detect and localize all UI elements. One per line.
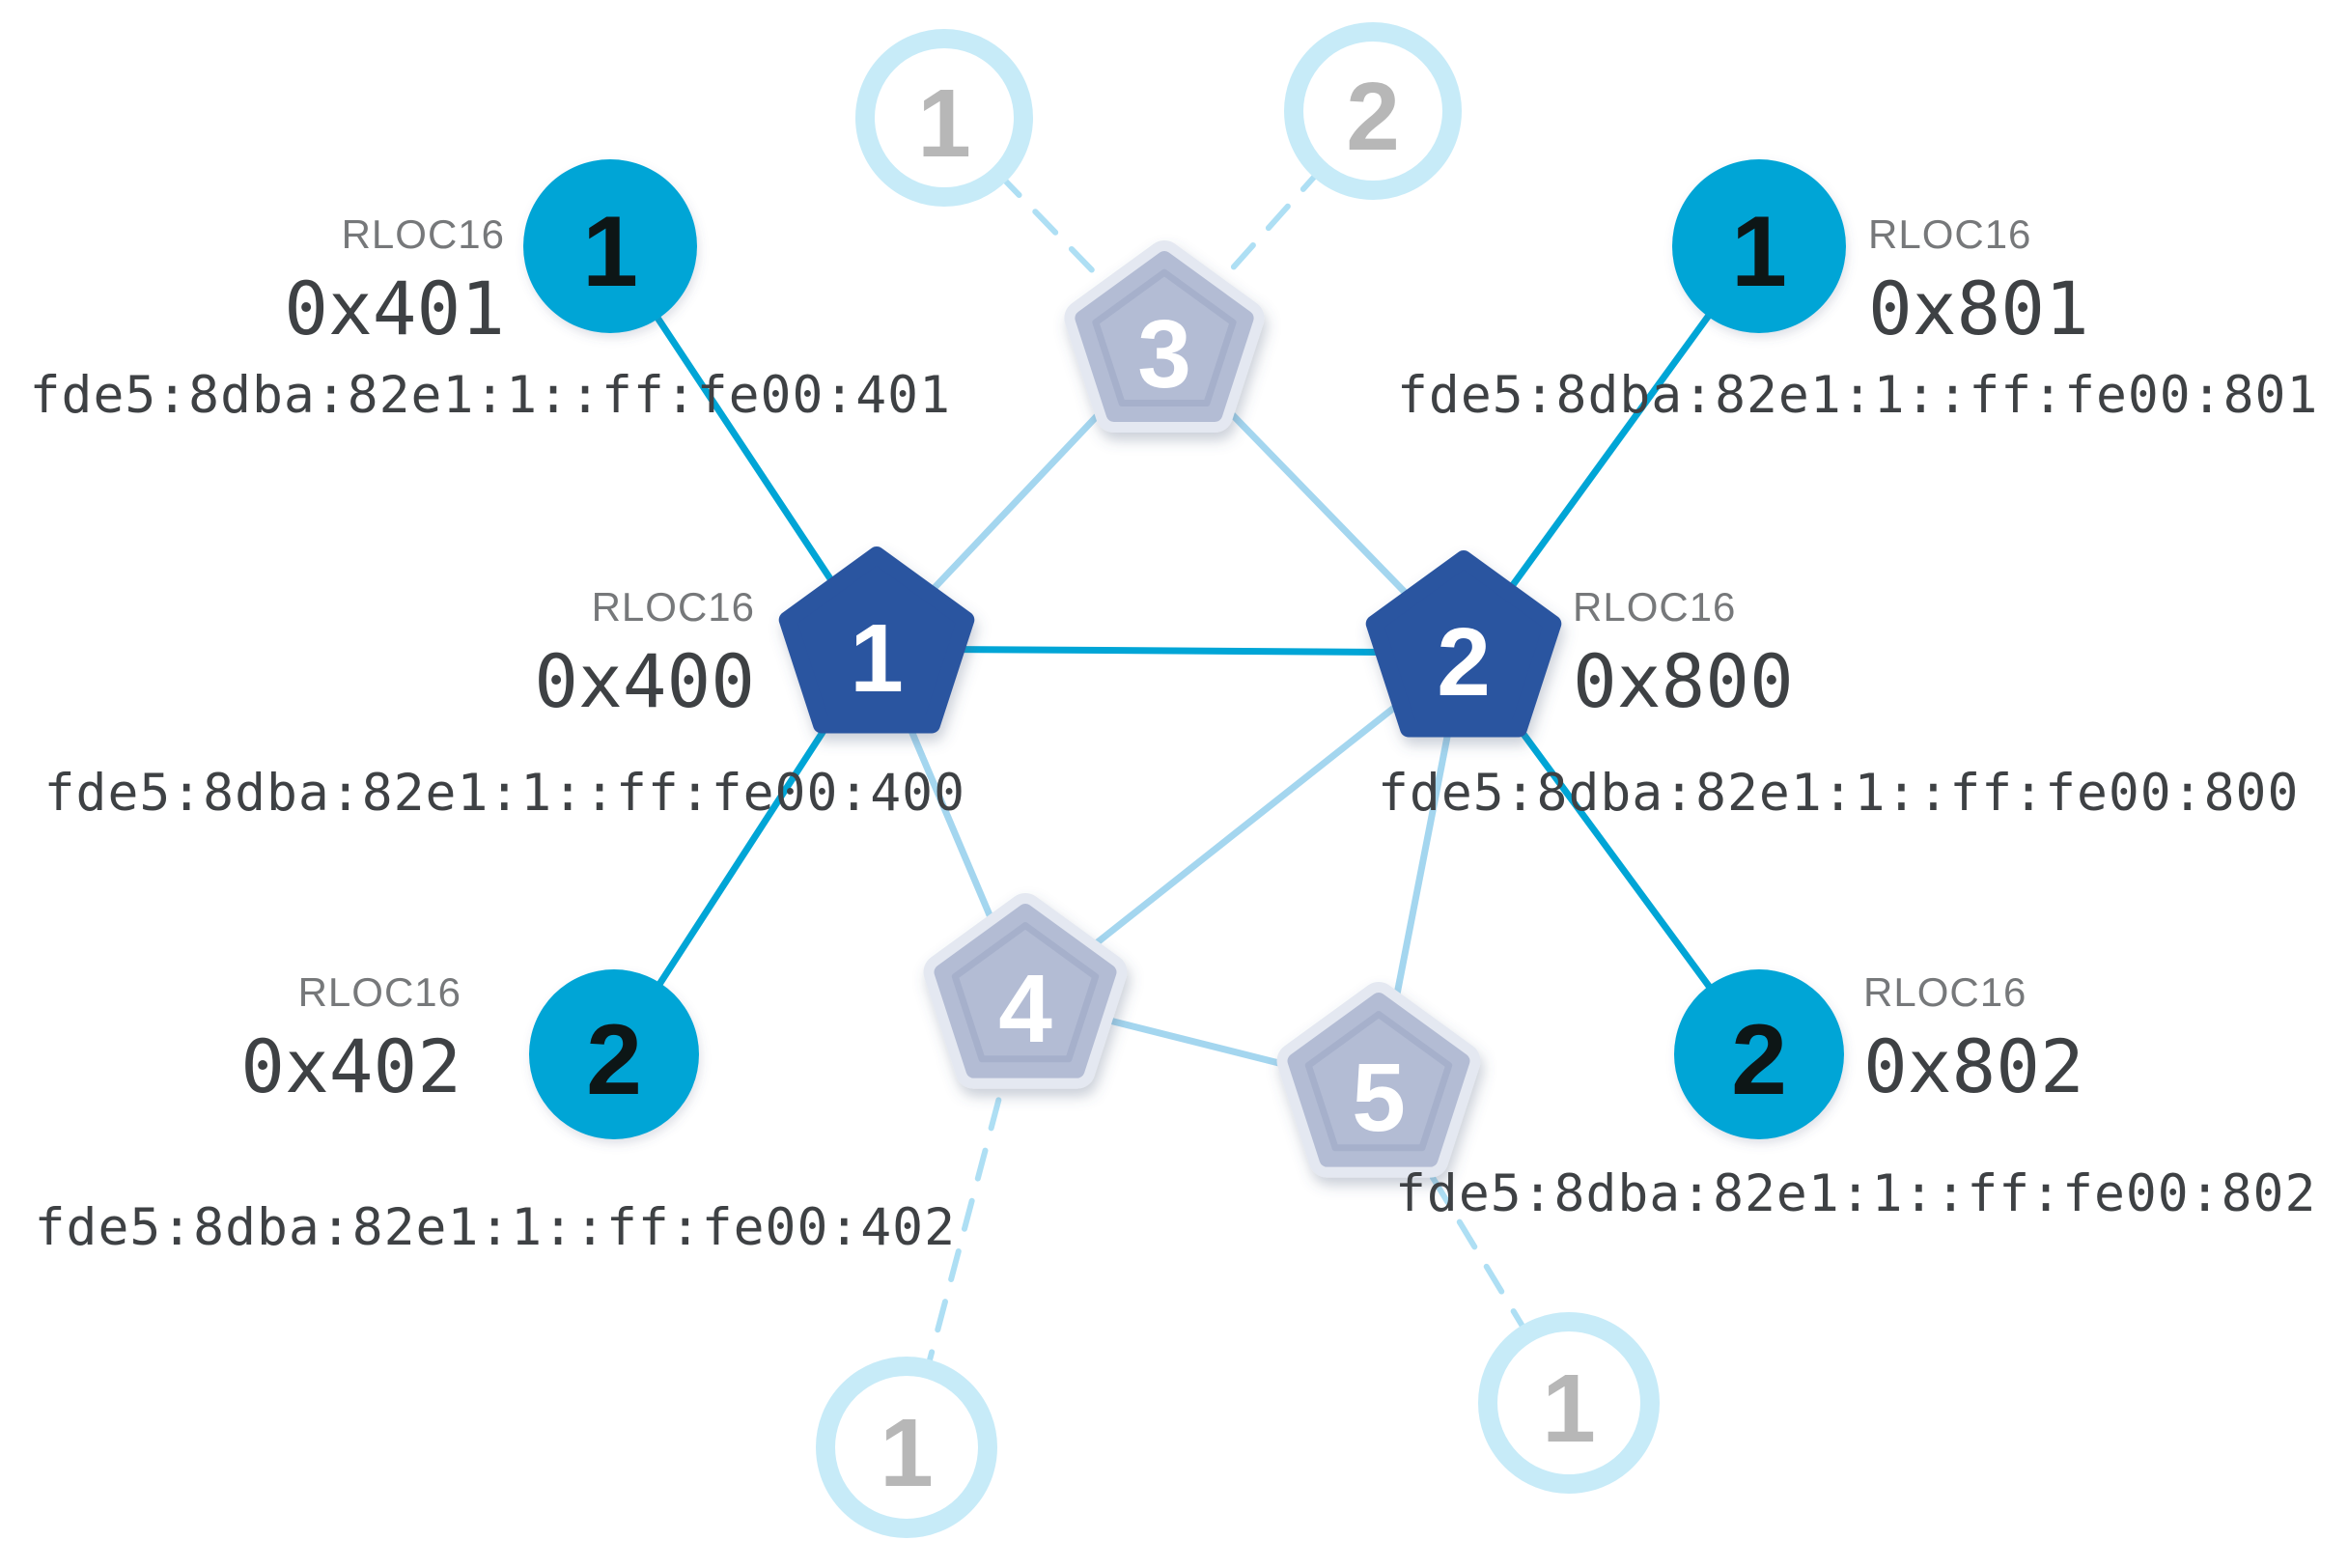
child-circle — [1674, 969, 1844, 1139]
child-circle-faded — [855, 29, 1033, 207]
router-pentagon-border — [951, 922, 1100, 1063]
child-1-left: 1 — [523, 159, 697, 333]
rloc16-value: 0x402 — [240, 1023, 461, 1109]
router-5-faded: 5 — [1276, 982, 1481, 1178]
router-pentagon-border — [1092, 268, 1237, 406]
router-pentagon-border — [1304, 1011, 1453, 1152]
edge-router — [1022, 650, 1467, 1002]
rloc16-value: 0x401 — [284, 266, 505, 351]
rloc16-caption: RLOC16 — [297, 969, 461, 1015]
ipv6-address: fde5:8dba:82e1:1::ff:fe00:800 — [1378, 764, 2300, 823]
router-1: 1 — [778, 546, 975, 734]
router-number: 1 — [850, 604, 904, 713]
router-2: 2 — [1365, 550, 1562, 738]
rloc16-caption: RLOC16 — [1573, 584, 1737, 630]
label-block-router1: RLOC16 0x400 — [534, 583, 755, 720]
child-circle — [1672, 159, 1846, 333]
rloc16-value: 0x400 — [534, 638, 755, 724]
ipv6-address: fde5:8dba:82e1:1::ff:fe00:802 — [1395, 1164, 2317, 1223]
child-circle-faded — [816, 1357, 997, 1538]
rloc16-caption: RLOC16 — [1863, 969, 2027, 1015]
router-number: 2 — [1437, 608, 1491, 716]
rloc16-caption: RLOC16 — [1868, 211, 2032, 257]
child-circle — [523, 159, 697, 333]
router-4-faded: 4 — [923, 893, 1128, 1089]
child-number: 2 — [586, 1004, 642, 1116]
child-faded-top-1: 1 — [855, 29, 1033, 207]
ipv6-address: fde5:8dba:82e1:1::ff:fe00:401 — [29, 366, 951, 425]
child-faded-bottom-1: 1 — [816, 1357, 997, 1538]
child-circle — [529, 969, 699, 1139]
child-circle-faded — [1284, 22, 1462, 200]
edge-child — [876, 645, 1465, 657]
child-number: 1 — [582, 196, 638, 308]
router-pentagon — [934, 904, 1117, 1078]
child-number: 1 — [1731, 196, 1787, 308]
child-faded-top-2: 2 — [1284, 22, 1462, 200]
child-number: 1 — [1542, 1355, 1596, 1463]
label-block-child1-right: RLOC16 0x801 — [1868, 210, 2089, 348]
router-number: 5 — [1352, 1044, 1406, 1152]
nodes-layer: 1 2 3 4 5 1 2 1 2 1 2 1 1 — [523, 22, 1846, 1538]
child-faded-bottom-2: 1 — [1478, 1312, 1660, 1494]
ipv6-address: fde5:8dba:82e1:1::ff:fe00:400 — [43, 764, 965, 823]
router-pentagon — [1075, 251, 1254, 422]
child-number: 1 — [880, 1399, 934, 1507]
router-number: 4 — [998, 955, 1052, 1063]
rloc16-caption: RLOC16 — [591, 584, 755, 630]
child-number: 1 — [917, 70, 971, 178]
rloc16-caption: RLOC16 — [341, 211, 505, 257]
router-pentagon — [1287, 993, 1470, 1167]
router-3-faded: 3 — [1064, 240, 1265, 433]
label-block-child2-right: RLOC16 0x802 — [1863, 968, 2084, 1106]
rloc16-value: 0x800 — [1573, 638, 1794, 724]
router-number: 3 — [1137, 300, 1191, 408]
label-block-child2-left: RLOC16 0x402 — [240, 968, 461, 1106]
child-circle-faded — [1478, 1312, 1660, 1494]
child-number: 2 — [1731, 1004, 1787, 1116]
child-2-left: 2 — [529, 969, 699, 1139]
child-2-right: 2 — [1674, 969, 1844, 1139]
ipv6-address: fde5:8dba:82e1:1::ff:fe00:402 — [34, 1198, 956, 1257]
child-1-right: 1 — [1672, 159, 1846, 333]
router-pentagon — [778, 546, 975, 734]
ipv6-address: fde5:8dba:82e1:1::ff:fe00:801 — [1397, 366, 2319, 425]
rloc16-value: 0x802 — [1863, 1023, 2084, 1109]
router-pentagon — [1365, 550, 1562, 738]
child-number: 2 — [1346, 63, 1400, 171]
label-block-child1-left: RLOC16 0x401 — [284, 210, 505, 348]
label-block-router2: RLOC16 0x800 — [1573, 583, 1794, 720]
rloc16-value: 0x801 — [1868, 266, 2089, 351]
